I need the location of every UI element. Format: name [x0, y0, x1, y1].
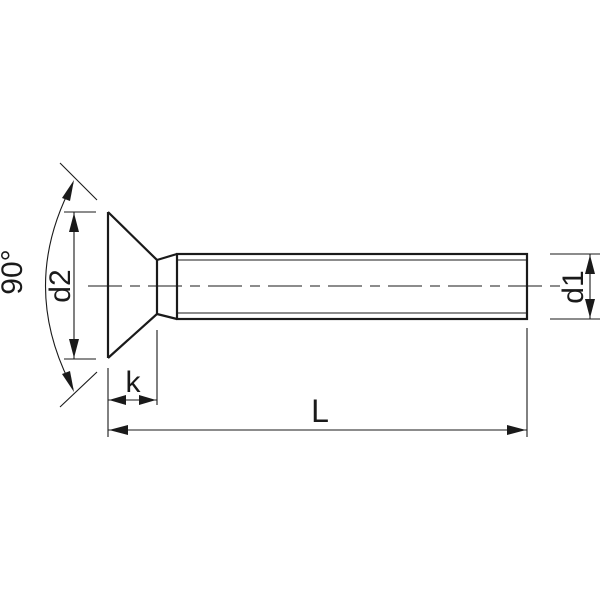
- arrow-head-icon: [109, 425, 128, 435]
- arrow-head-icon: [62, 180, 74, 201]
- head-height-dimension: k: [107, 330, 158, 437]
- head-diameter-dimension: d2: [44, 211, 96, 360]
- arrow-head-icon: [69, 339, 79, 358]
- arrow-head-icon: [69, 213, 79, 232]
- arrow-head-icon: [139, 395, 156, 405]
- angle-dimension: 90°: [0, 162, 98, 408]
- length-dimension: L: [108, 328, 528, 437]
- arrow-head-icon: [507, 425, 526, 435]
- screw-head: [106, 211, 178, 359]
- arrow-head-icon: [585, 299, 595, 318]
- angle-label: 90°: [0, 249, 29, 294]
- head-height-label: k: [126, 366, 142, 399]
- screw-shank: [175, 252, 529, 321]
- arrow-head-icon: [585, 255, 595, 274]
- arrow-head-icon: [109, 395, 126, 405]
- head-diameter-label: d2: [44, 269, 77, 302]
- thread-diameter-label: d1: [557, 270, 590, 303]
- arrow-head-icon: [62, 371, 74, 392]
- thread-diameter-dimension: d1: [550, 253, 600, 320]
- length-label: L: [311, 393, 329, 429]
